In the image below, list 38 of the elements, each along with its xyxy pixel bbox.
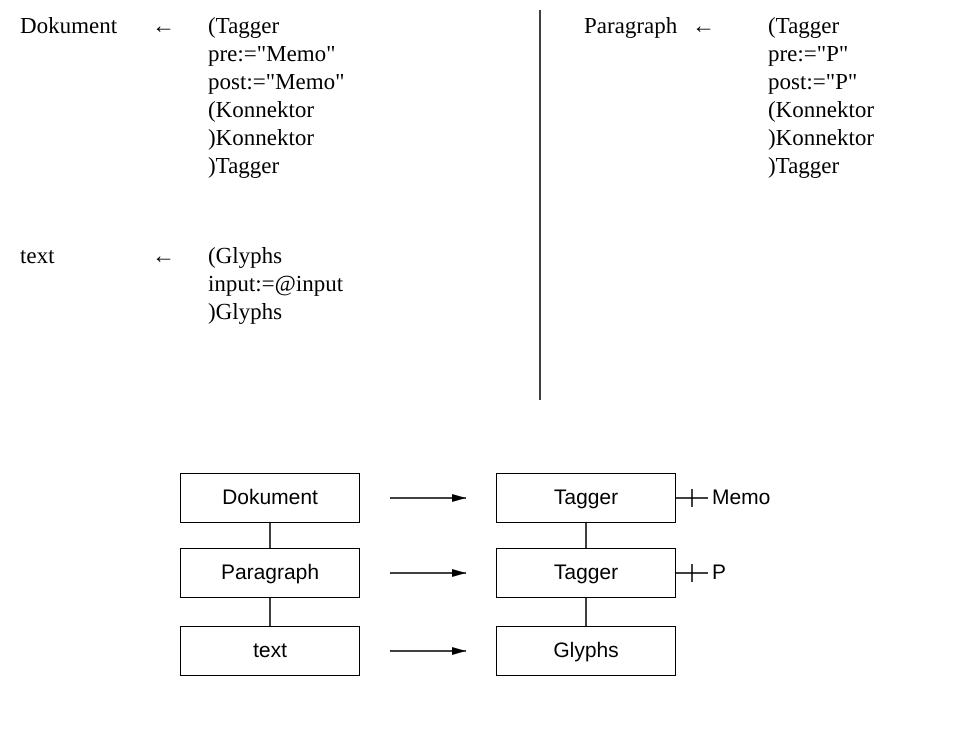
derivation-arrow: ← [692,12,715,40]
rule-name: Paragraph [584,12,678,40]
tree-node-box: text [180,626,360,676]
rule-line: pre:="P" [768,40,848,68]
rule-line: (Glyphs [208,242,282,270]
rule-line: pre:="Memo" [208,40,336,68]
arrow [390,647,466,655]
connector-line [269,523,271,548]
tree-node-box: Tagger [496,473,676,523]
rule-line: input:=@input [208,270,344,298]
tick-line [675,488,709,508]
derivation-arrow: ← [152,12,175,40]
rule-name: Dokument [20,12,118,40]
rule-name: text [20,242,54,270]
tree-node-box: Paragraph [180,548,360,598]
node-label: Memo [712,485,770,511]
rule-line: (Tagger [208,12,280,40]
arrow [390,569,466,577]
arrow [390,494,466,502]
rule-line: (Konnektor [768,96,874,124]
tree-node-box: Dokument [180,473,360,523]
tree-node-box: Tagger [496,548,676,598]
derivation-arrow: ← [152,242,175,270]
rule-line: )Konnektor [208,124,314,152]
connector-line [585,598,587,626]
tick-line [675,563,709,583]
rule-line: (Konnektor [208,96,314,124]
node-label: P [712,560,726,586]
tree-node-box: Glyphs [496,626,676,676]
rule-line: post:="Memo" [208,68,345,96]
rule-line: )Glyphs [208,298,282,326]
connector-line [585,523,587,548]
rule-line: (Tagger [768,12,840,40]
rule-line: )Konnektor [768,124,874,152]
rule-line: )Tagger [208,152,280,180]
connector-line [269,598,271,626]
rule-line: )Tagger [768,152,840,180]
rule-line: post:="P" [768,68,858,96]
